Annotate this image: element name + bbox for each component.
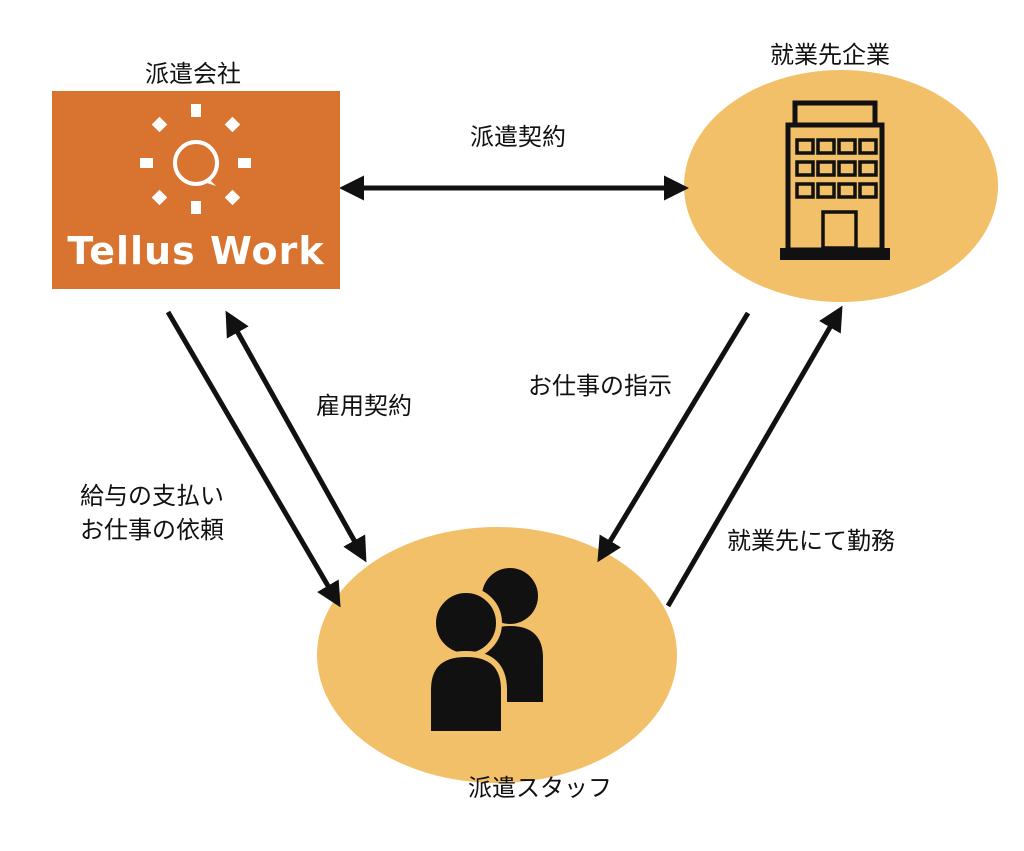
sun-logo-icon [140,104,251,214]
agency-title: 派遣会社 [145,60,241,88]
work-at-client-label: 就業先にて勤務 [727,527,895,555]
office-building-icon [780,100,890,260]
people-icon [425,568,543,737]
work-instruction-label: お仕事の指示 [528,372,672,400]
client-company-circle [684,70,998,302]
employment-contract-label: 雇用契約 [316,392,412,420]
client-company-title: 就業先企業 [770,41,890,69]
pay-label-line1: 給与の支払い [80,482,224,510]
employment-contract-arrow [225,310,367,563]
work-instruction-arrow [597,311,751,563]
work-at-client-arrow [665,305,843,608]
agency-logo: Tellus Work [52,91,340,289]
staff-title: 派遣スタッフ [468,774,612,802]
dispatch-contract-label: 派遣契約 [470,123,566,151]
logo-wordmark: Tellus Work [67,229,325,273]
agency-logo-box [52,91,340,289]
pay-label-line2: お仕事の依頼 [80,516,224,544]
